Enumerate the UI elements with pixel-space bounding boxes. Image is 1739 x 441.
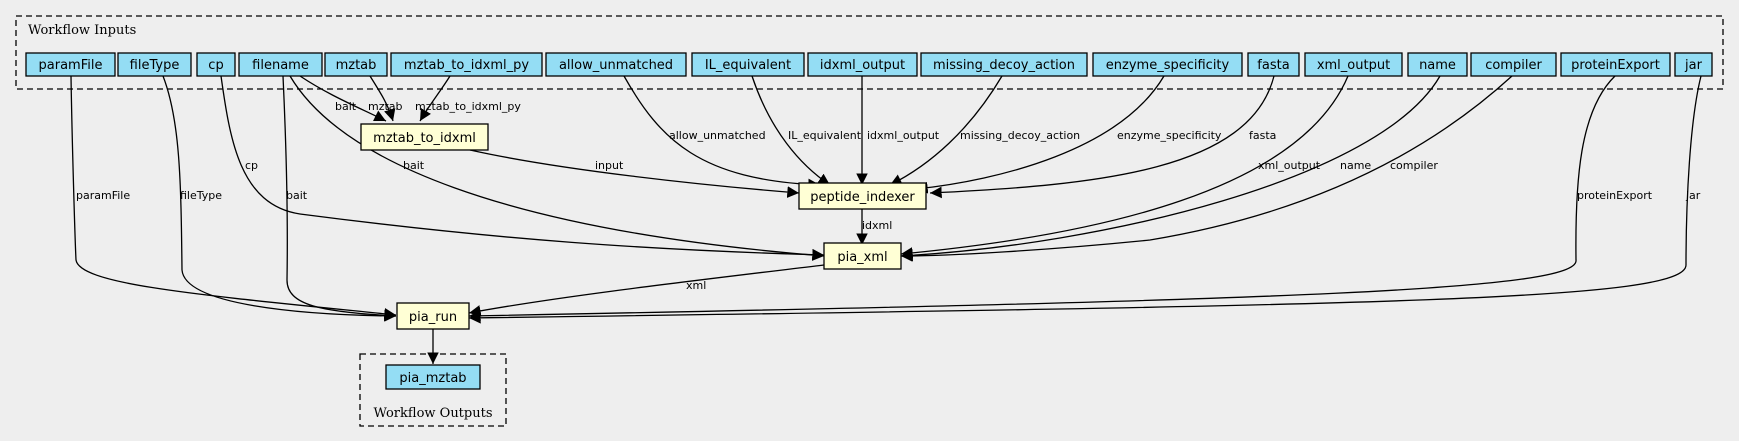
- edge-enzyme-specificity: enzyme_specificity: [915, 75, 1222, 194]
- svg-text:pia_run: pia_run: [409, 310, 457, 325]
- edge-mztab-mztab-to-idxml: mztab: [368, 75, 403, 122]
- step-peptide-indexer[interactable]: peptide_indexer: [798, 182, 927, 210]
- edge-xml-output: xml_output: [900, 75, 1349, 259]
- svg-text:bait: bait: [335, 100, 357, 113]
- svg-text:allow_unmatched: allow_unmatched: [559, 58, 673, 73]
- edge-filename-mztab-to-idxml: bait: [299, 75, 387, 122]
- svg-text:paramFile: paramFile: [39, 58, 103, 73]
- input-paramfile[interactable]: paramFile: [25, 52, 116, 77]
- workflow-inputs-cluster: Workflow Inputs: [15, 15, 1724, 90]
- svg-text:input: input: [595, 159, 624, 172]
- svg-text:mztab: mztab: [336, 58, 377, 73]
- svg-text:fileType: fileType: [130, 58, 180, 73]
- svg-text:compiler: compiler: [1485, 58, 1542, 73]
- svg-text:filename: filename: [252, 58, 309, 73]
- edge-missing-decoy-action: missing_decoy_action: [889, 75, 1080, 186]
- input-filename[interactable]: filename: [238, 52, 323, 77]
- input-idxml-output[interactable]: idxml_output: [807, 52, 918, 77]
- edge-compiler: compiler: [900, 75, 1513, 262]
- svg-text:jar: jar: [1685, 189, 1701, 202]
- input-cp[interactable]: cp: [196, 52, 236, 77]
- edge-fasta: fasta: [929, 75, 1276, 199]
- edges: bait mztab mztab_to_idxml_py input allow…: [70, 75, 1702, 364]
- edge-idxml-output: idxml_output: [856, 76, 940, 185]
- svg-text:bait: bait: [403, 159, 425, 172]
- svg-text:name: name: [1419, 58, 1456, 73]
- edge-name: name: [900, 75, 1441, 262]
- edge-filename-pia-xml: bait: [289, 75, 825, 261]
- svg-text:enzyme_specificity: enzyme_specificity: [1117, 129, 1222, 142]
- output-pia-mztab[interactable]: pia_mztab: [385, 364, 481, 390]
- svg-text:name: name: [1340, 159, 1371, 172]
- svg-text:missing_decoy_action: missing_decoy_action: [960, 129, 1080, 142]
- svg-text:xml_output: xml_output: [1258, 159, 1321, 172]
- svg-text:fileType: fileType: [180, 189, 222, 202]
- svg-text:fasta: fasta: [1257, 58, 1289, 73]
- workflow-outputs-title: Workflow Outputs: [374, 406, 493, 421]
- edge-peptide-indexer-pia-xml: idxml: [856, 208, 892, 245]
- edge-pia-xml-pia-run: xml: [468, 264, 825, 317]
- input-fasta[interactable]: fasta: [1247, 52, 1300, 77]
- svg-text:fasta: fasta: [1249, 129, 1276, 142]
- input-enzyme-specificity[interactable]: enzyme_specificity: [1092, 52, 1243, 77]
- edge-script-mztab-to-idxml: mztab_to_idxml_py: [415, 75, 521, 122]
- input-protein-export[interactable]: proteinExport: [1560, 52, 1671, 77]
- input-nodes: paramFile fileType cp filename mztab mzt…: [25, 52, 1713, 77]
- svg-text:idxml_output: idxml_output: [867, 129, 940, 142]
- input-compiler[interactable]: compiler: [1470, 52, 1557, 77]
- svg-text:IL_equivalent: IL_equivalent: [788, 129, 862, 142]
- edge-protein-export: proteinExport: [468, 75, 1653, 322]
- input-il-equivalent[interactable]: IL_equivalent: [691, 52, 805, 77]
- step-nodes: mztab_to_idxml peptide_indexer pia_xml p…: [360, 123, 927, 330]
- output-nodes: pia_mztab: [385, 364, 481, 390]
- step-pia-xml[interactable]: pia_xml: [823, 242, 902, 270]
- svg-text:cp: cp: [208, 58, 223, 73]
- edge-filename-pia-run: bait: [282, 75, 397, 322]
- svg-text:cp: cp: [245, 159, 258, 172]
- svg-text:idxml: idxml: [862, 219, 892, 232]
- svg-text:enzyme_specificity: enzyme_specificity: [1106, 58, 1230, 73]
- step-mztab-to-idxml[interactable]: mztab_to_idxml: [360, 123, 489, 151]
- input-jar[interactable]: jar: [1674, 52, 1713, 77]
- svg-text:missing_decoy_action: missing_decoy_action: [933, 58, 1075, 73]
- edge-filetype: fileType: [162, 75, 397, 322]
- step-pia-run[interactable]: pia_run: [396, 302, 470, 330]
- edge-allow-unmatched: allow_unmatched: [623, 75, 821, 191]
- svg-text:mztab: mztab: [368, 100, 403, 113]
- input-missing-decoy-action[interactable]: missing_decoy_action: [920, 52, 1088, 77]
- svg-text:xml_output: xml_output: [1317, 58, 1390, 73]
- svg-text:IL_equivalent: IL_equivalent: [705, 58, 791, 73]
- input-mztab-to-idxml-py[interactable]: mztab_to_idxml_py: [390, 52, 543, 77]
- input-mztab[interactable]: mztab: [324, 52, 388, 77]
- svg-text:proteinExport: proteinExport: [1571, 58, 1660, 73]
- input-name[interactable]: name: [1407, 52, 1468, 77]
- input-filetype[interactable]: fileType: [117, 52, 192, 77]
- svg-text:jar: jar: [1684, 58, 1703, 73]
- svg-text:allow_unmatched: allow_unmatched: [669, 129, 766, 142]
- edge-mztab-to-idxml-peptide-indexer: input: [469, 149, 800, 198]
- svg-text:peptide_indexer: peptide_indexer: [810, 190, 915, 205]
- svg-text:pia_xml: pia_xml: [837, 250, 887, 265]
- svg-text:xml: xml: [686, 279, 706, 292]
- edge-jar: jar: [468, 75, 1702, 324]
- svg-text:bait: bait: [286, 189, 308, 202]
- svg-text:compiler: compiler: [1390, 159, 1438, 172]
- workflow-inputs-title: Workflow Inputs: [28, 23, 136, 38]
- svg-text:mztab_to_idxml: mztab_to_idxml: [373, 131, 476, 146]
- svg-text:idxml_output: idxml_output: [820, 58, 905, 73]
- input-xml-output[interactable]: xml_output: [1304, 52, 1403, 77]
- svg-text:paramFile: paramFile: [76, 189, 130, 202]
- edge-cp-pia-xml: cp: [220, 75, 825, 261]
- edge-paramfile: paramFile: [70, 75, 397, 320]
- svg-text:mztab_to_idxml_py: mztab_to_idxml_py: [404, 58, 529, 73]
- edge-il-equivalent: IL_equivalent: [751, 75, 862, 186]
- svg-text:proteinExport: proteinExport: [1577, 189, 1653, 202]
- input-allow-unmatched[interactable]: allow_unmatched: [545, 52, 687, 77]
- svg-text:pia_mztab: pia_mztab: [399, 371, 466, 386]
- svg-text:mztab_to_idxml_py: mztab_to_idxml_py: [415, 100, 521, 113]
